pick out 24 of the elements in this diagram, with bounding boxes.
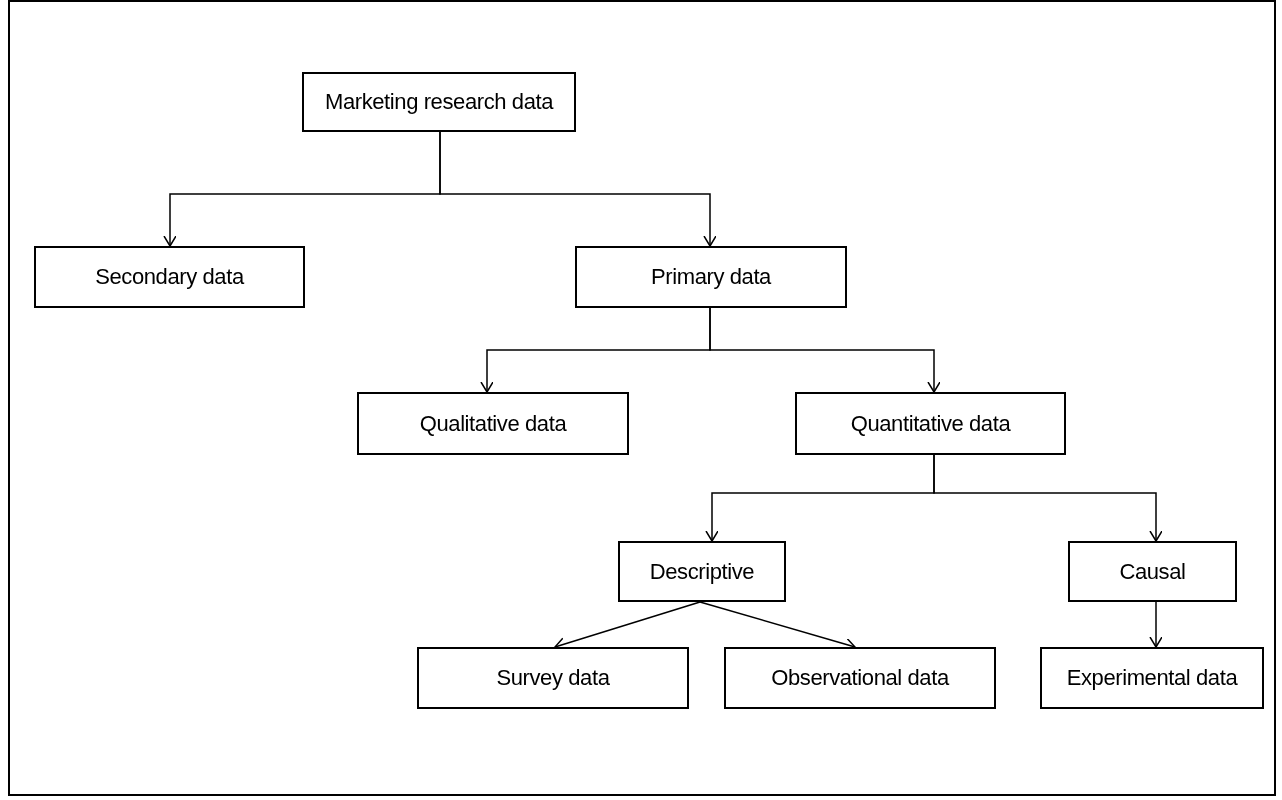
box-label: Observational data [771, 664, 949, 693]
arrow [709, 307, 941, 393]
box-label: Quantitative data [850, 409, 1011, 438]
category-box [618, 541, 786, 602]
category-box [357, 392, 629, 455]
box-label: Marketing research data [325, 88, 553, 117]
category-box [302, 72, 576, 132]
box-label: Qualitative data [419, 409, 567, 438]
category-box [1040, 647, 1264, 709]
category-box [795, 392, 1066, 455]
category-box [34, 246, 305, 308]
category-box [575, 246, 847, 308]
arrow [933, 454, 1163, 542]
box-label: Descriptive [649, 557, 755, 586]
category-box [724, 647, 996, 709]
box-label: Survey data [496, 664, 610, 693]
box-label: Primary data [651, 263, 771, 292]
category-box [417, 647, 689, 709]
arrow [1149, 601, 1163, 648]
arrow [439, 131, 717, 247]
box-label: Secondary data [95, 263, 244, 292]
box-label: Causal [1119, 557, 1186, 586]
category-box [1068, 541, 1237, 602]
box-label: Experimental data [1066, 664, 1238, 693]
